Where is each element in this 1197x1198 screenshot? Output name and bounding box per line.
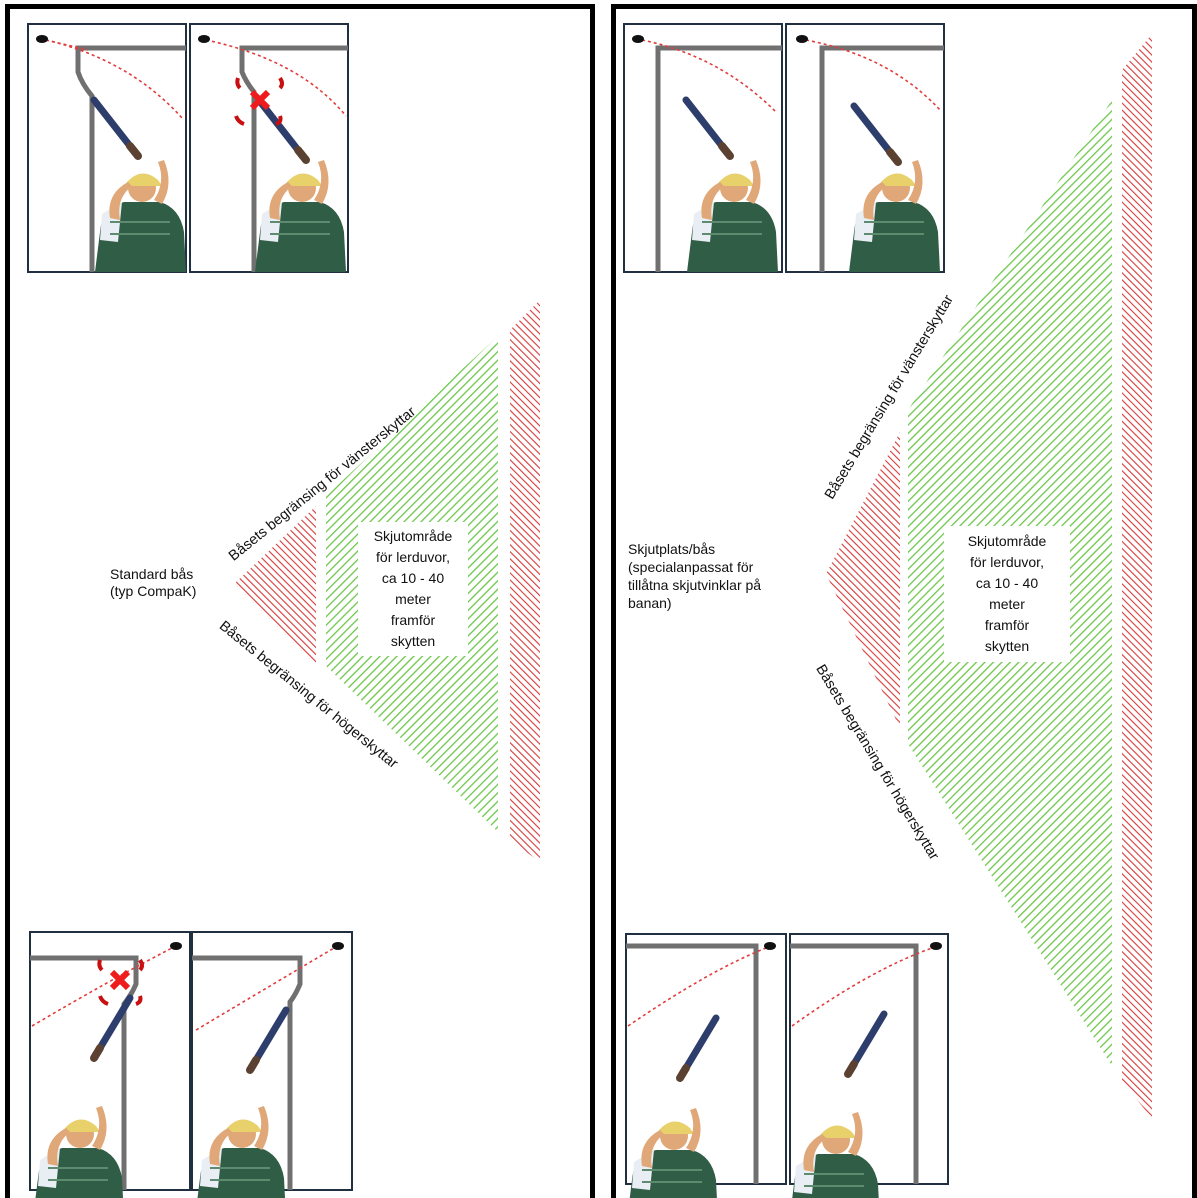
danger-zone-outer: [510, 300, 540, 862]
booth-label: Standard bås (typ CompaK): [110, 566, 197, 599]
error-cross-icon: [234, 76, 284, 126]
booth-wall: [75, 45, 186, 272]
error-cross-icon: [97, 958, 144, 1006]
right-top-photos: [623, 23, 945, 273]
left-bottom-photos: [29, 931, 353, 1198]
danger-zone-inner: [234, 506, 316, 664]
danger-zone-inner: [826, 432, 900, 728]
right-panel-frame: [611, 4, 1197, 1198]
left-top-photos: [27, 23, 349, 273]
left-panel-frame: [5, 4, 595, 1198]
zone-label: Skjutområde för lerduvor, ca 10 - 40 met…: [358, 522, 468, 656]
zone-label: Skjutområde för lerduvor, ca 10 - 40 met…: [944, 526, 1070, 662]
booth-label: Skjutplats/bås (specialanpassat för till…: [628, 541, 762, 611]
clay-target-icon: [36, 35, 48, 43]
danger-zone-outer: [1122, 34, 1152, 1118]
right-bottom-photos: [625, 933, 949, 1198]
